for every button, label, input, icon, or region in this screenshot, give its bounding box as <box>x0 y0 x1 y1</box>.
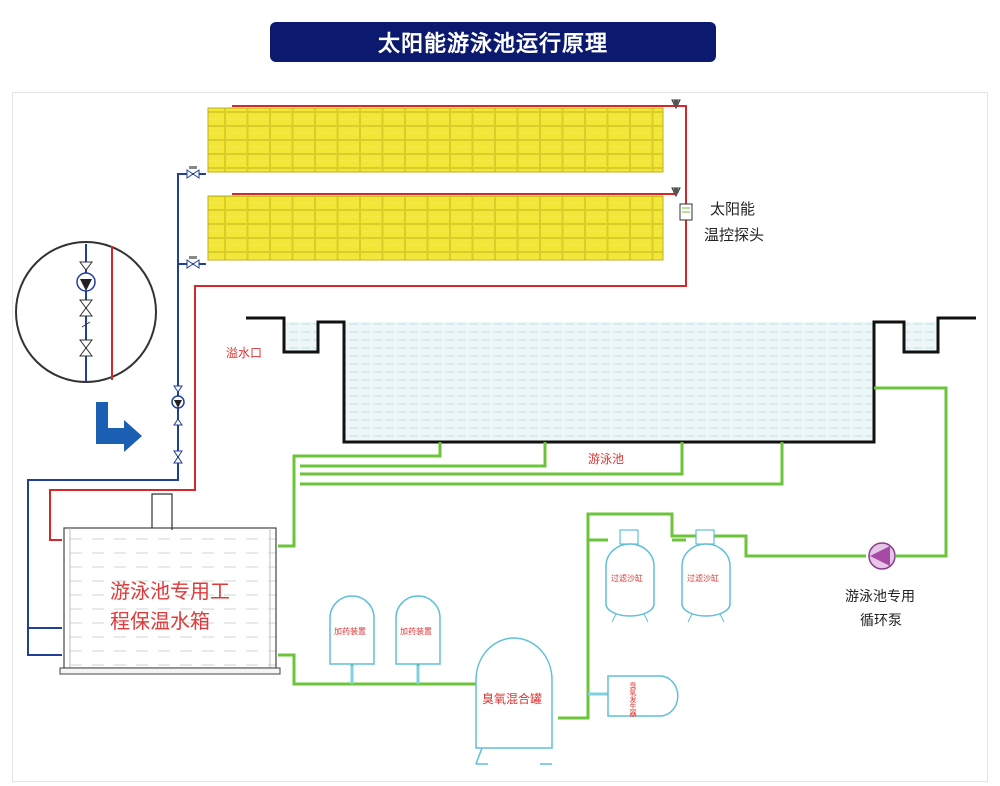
tank-label-line-1: 游泳池专用工 <box>110 579 230 603</box>
ozone-generator <box>607 675 679 717</box>
hot-water-pipe <box>49 105 687 541</box>
sand-filter-1 <box>605 529 655 623</box>
ozone-mixing-tank <box>475 637 553 765</box>
pump-group <box>171 385 185 464</box>
dosing-connectors <box>350 666 608 696</box>
detail-magnifier <box>15 241 157 383</box>
swimming-pool <box>246 316 976 444</box>
filter-1-label: 过滤沙缸 <box>611 574 643 583</box>
pool-label: 游泳池 <box>588 452 625 466</box>
pool-circulation-pipe <box>278 386 948 720</box>
air-vent-icon <box>671 99 681 198</box>
solar-panel-icon <box>207 107 664 173</box>
pump-label-1: 游泳池专用 <box>845 589 915 605</box>
temperature-probe-icon <box>679 203 693 221</box>
solar-panel-icon <box>207 195 664 261</box>
ozone-generator-label: 臭氧发生器 <box>629 682 637 717</box>
arrow-down-right-icon <box>96 402 142 452</box>
tank-label: 游泳池专用工 程保温水箱 <box>110 576 280 636</box>
dosing-1-label: 加药装置 <box>334 627 366 636</box>
filter-2-label: 过滤沙缸 <box>687 574 719 583</box>
dosing-2-label: 加药装置 <box>400 627 432 636</box>
diagram-frame <box>12 92 988 782</box>
valve-icon <box>186 256 200 269</box>
pump-icon <box>868 542 896 570</box>
ozone-tank-label: 臭氧混合罐 <box>482 692 543 706</box>
pump-label-2: 循环泵 <box>860 613 902 629</box>
solar-array-bottom <box>207 195 664 261</box>
page-title: 太阳能游泳池运行原理 <box>270 22 716 62</box>
dosing-device-1 <box>329 595 375 665</box>
dosing-device-2 <box>395 595 441 665</box>
tank-label-line-2: 程保温水箱 <box>110 609 210 633</box>
solar-probe-label-1: 太阳能 <box>710 200 756 218</box>
overflow-label: 溢水口 <box>226 346 263 360</box>
solar-probe-label-2: 温控探头 <box>704 226 765 244</box>
insulated-water-tank <box>59 493 281 675</box>
sand-filter-2 <box>681 529 731 623</box>
solar-array-top <box>207 107 664 173</box>
valve-icon <box>186 166 200 179</box>
